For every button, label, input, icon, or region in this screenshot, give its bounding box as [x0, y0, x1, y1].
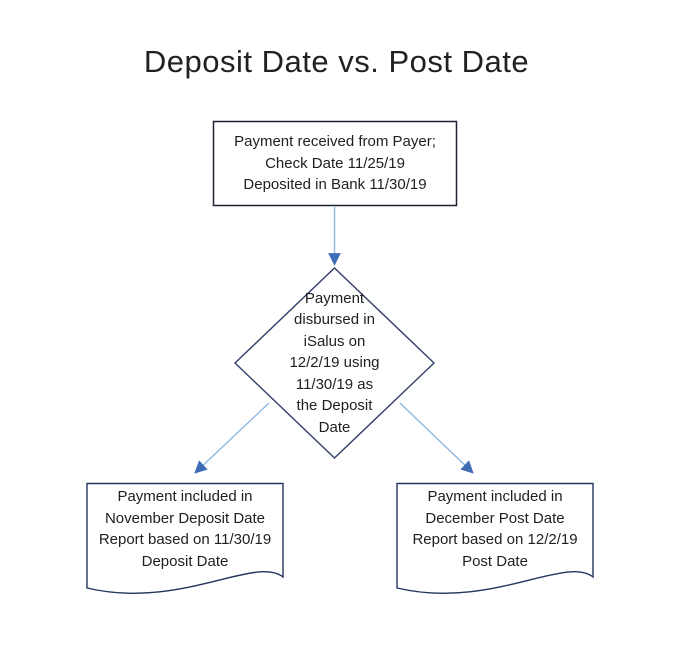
decision-diamond-label: Payment disbursed in iSalus on 12/2/19 u…: [289, 289, 380, 436]
diagram-title: Deposit Date vs. Post Date: [143, 44, 530, 79]
process-box-label: Payment received from Payer; Check Date …: [234, 133, 436, 194]
connector-decision-to-right-document: [399, 402, 474, 474]
document-left-label: Payment included in November Deposit Dat…: [98, 488, 272, 570]
process-box-shape: [212, 120, 458, 207]
document-shape-left: [86, 482, 284, 594]
document-shape-right: [396, 482, 594, 594]
document-right-label: Payment included in December Post Date R…: [412, 488, 578, 570]
connector-decision-to-left-document: [194, 402, 270, 474]
decision-diamond-shape: [233, 267, 436, 459]
